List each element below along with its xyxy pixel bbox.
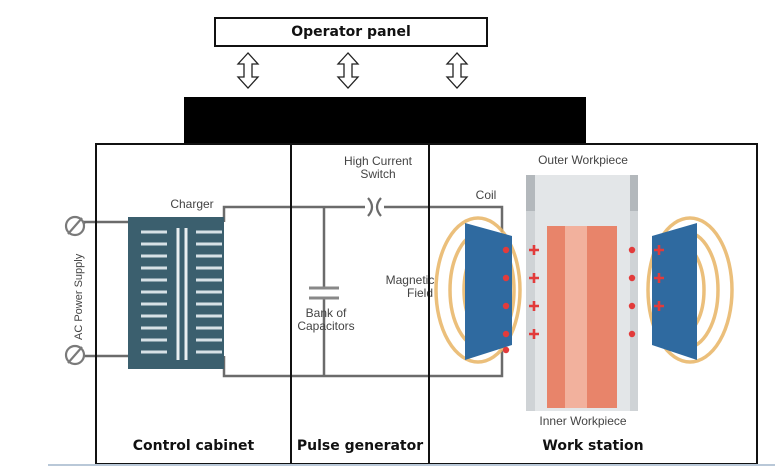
high-current-switch-label-line1: High Current (344, 154, 413, 168)
capacitor-icon (309, 286, 339, 300)
ac-terminal-top-icon (64, 215, 86, 237)
bank-of-capacitors-label-line2: Capacitors (297, 319, 354, 333)
ac-power-supply-label: AC Power Supply (73, 253, 85, 340)
operator-panel-box: Operator panel (214, 17, 488, 47)
outer-workpiece-label: Outer Workpiece (538, 153, 628, 167)
magnetic-field-label-line1: Magnetic (386, 273, 435, 287)
bank-of-capacitors-label-line1: Bank of (306, 306, 347, 320)
pulse-generator-label: Pulse generator (296, 438, 424, 454)
high-current-switch-label-line2: Switch (360, 167, 395, 181)
operator-panel-label: Operator panel (291, 24, 411, 40)
control-cabinet-box (95, 143, 292, 465)
charger-transformer (128, 217, 224, 369)
black-bar (184, 97, 586, 143)
control-cabinet-label: Control cabinet (132, 438, 255, 454)
coil-left (465, 223, 512, 360)
ac-terminal-bottom-icon (64, 344, 86, 366)
plus-markers (529, 245, 664, 339)
magnetic-field-label-line2: Field (407, 286, 433, 300)
double-arrow-center (336, 52, 360, 89)
bottom-divider (48, 464, 775, 466)
inner-workpiece (547, 226, 617, 408)
work-station-box (428, 143, 758, 465)
double-arrow-left (236, 52, 260, 89)
pulse-generator-box (290, 143, 430, 465)
inner-workpiece-label: Inner Workpiece (539, 414, 626, 428)
charge-markers (502, 246, 636, 354)
work-station-label: Work station (542, 438, 644, 454)
coil-label: Coil (476, 188, 497, 202)
double-arrow-right (445, 52, 469, 89)
charger-label: Charger (170, 197, 213, 211)
high-current-switch-icon (367, 197, 382, 217)
coil-right (652, 223, 697, 360)
